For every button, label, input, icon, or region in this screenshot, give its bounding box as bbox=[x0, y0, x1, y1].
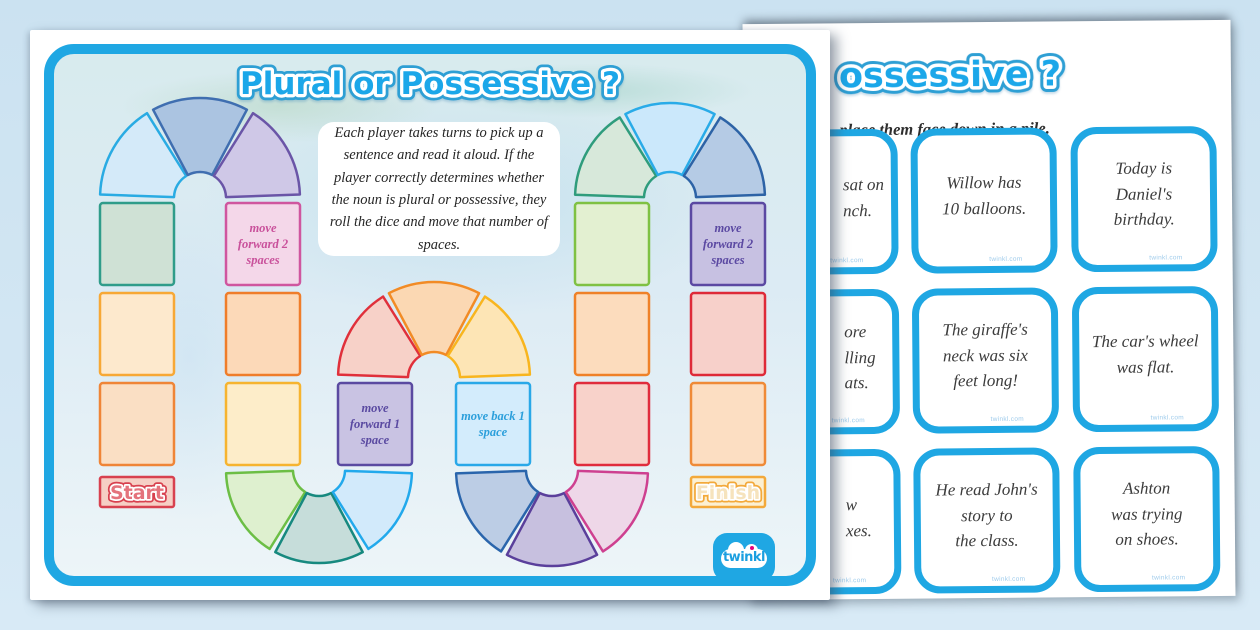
board-title-text: Plural or Possessive ? bbox=[240, 66, 620, 102]
arch-3-wedge-2 bbox=[624, 101, 716, 177]
board-space-col2-rowC bbox=[224, 381, 302, 467]
card-watermark: twinkl.com bbox=[831, 417, 865, 425]
u-1-wedge-2 bbox=[274, 491, 364, 565]
board-space-col3-rowC bbox=[336, 381, 414, 467]
finish-label-outline: Finish bbox=[696, 482, 760, 504]
u-1-wedge-1 bbox=[224, 469, 307, 551]
board-space-col6-rowC bbox=[689, 381, 767, 467]
u-2-wedge-1 bbox=[454, 469, 540, 553]
board-space-col1-rowB bbox=[98, 291, 176, 377]
finish-space bbox=[689, 475, 767, 509]
arch-1-wedge-2 bbox=[151, 96, 249, 177]
start-label-outline: Start bbox=[110, 482, 164, 504]
twinkl-logo-text: twinkl bbox=[722, 550, 766, 565]
board-title-outline: Plural or Possessive ? bbox=[240, 66, 620, 102]
card-watermark: twinkl.com bbox=[1151, 574, 1186, 582]
card-watermark: twinkl.com bbox=[1149, 254, 1183, 262]
card-watermark: twinkl.com bbox=[991, 575, 1026, 583]
cards-page-title: ossessive ? ossessive ? bbox=[832, 48, 1067, 103]
arch-2-wedge-3 bbox=[446, 295, 532, 379]
board-space-col5-rowC bbox=[573, 381, 651, 467]
instructions-text: Each player takes turns to pick up a sen… bbox=[329, 124, 549, 253]
logo-dot-icon bbox=[750, 546, 754, 550]
u-1-wedge-3 bbox=[331, 469, 414, 551]
board-page: Plural or Possessive ? Plural or Possess… bbox=[30, 30, 830, 600]
card-watermark: twinkl.com bbox=[830, 257, 864, 265]
board-space-col5-rowA bbox=[573, 201, 651, 287]
cloud-icon bbox=[721, 542, 767, 568]
start-label-text: Start bbox=[110, 482, 164, 504]
board-title: Plural or Possessive ? Plural or Possess… bbox=[234, 60, 626, 108]
twinkl-logo: twinkl bbox=[713, 533, 775, 581]
start-label: Start Start bbox=[106, 479, 167, 508]
finish-label-text: Finish bbox=[696, 482, 760, 504]
card-watermark: twinkl.com bbox=[1150, 414, 1184, 422]
card-watermark: twinkl.com bbox=[990, 415, 1024, 423]
card-watermark: twinkl.com bbox=[989, 255, 1023, 263]
start-space bbox=[98, 475, 176, 509]
arch-3-wedge-3 bbox=[682, 116, 767, 199]
arch-2-wedge-2 bbox=[387, 280, 481, 357]
u-2-wedge-2 bbox=[505, 491, 599, 568]
board-space-col1-rowC bbox=[98, 381, 176, 467]
arch-3-wedge-1 bbox=[573, 116, 658, 199]
board-space-col4-rowC bbox=[454, 381, 532, 467]
finish-label: Finish Finish bbox=[692, 479, 763, 508]
arch-1-wedge-1 bbox=[98, 111, 188, 199]
cards-title-outline: ossessive ? bbox=[839, 54, 1061, 96]
cards-page: ossessive ? ossessive ? place them face … bbox=[742, 19, 1236, 601]
board-space-col5-rowB bbox=[573, 291, 651, 377]
cards-title-text: ossessive ? bbox=[839, 54, 1061, 96]
board-space-col2-rowB bbox=[224, 291, 302, 377]
card-watermark: twinkl.com bbox=[832, 577, 867, 585]
arch-1-wedge-3 bbox=[212, 111, 302, 199]
u-2-wedge-3 bbox=[564, 469, 650, 553]
board-space-col1-rowA bbox=[98, 201, 176, 287]
board-space-col6-rowA bbox=[689, 201, 767, 287]
board-space-col6-rowB bbox=[689, 291, 767, 377]
instructions-box: Each player takes turns to pick up a sen… bbox=[318, 122, 560, 256]
board-space-col2-rowA bbox=[224, 201, 302, 287]
board-path bbox=[98, 96, 767, 568]
arch-2-wedge-1 bbox=[336, 295, 422, 379]
